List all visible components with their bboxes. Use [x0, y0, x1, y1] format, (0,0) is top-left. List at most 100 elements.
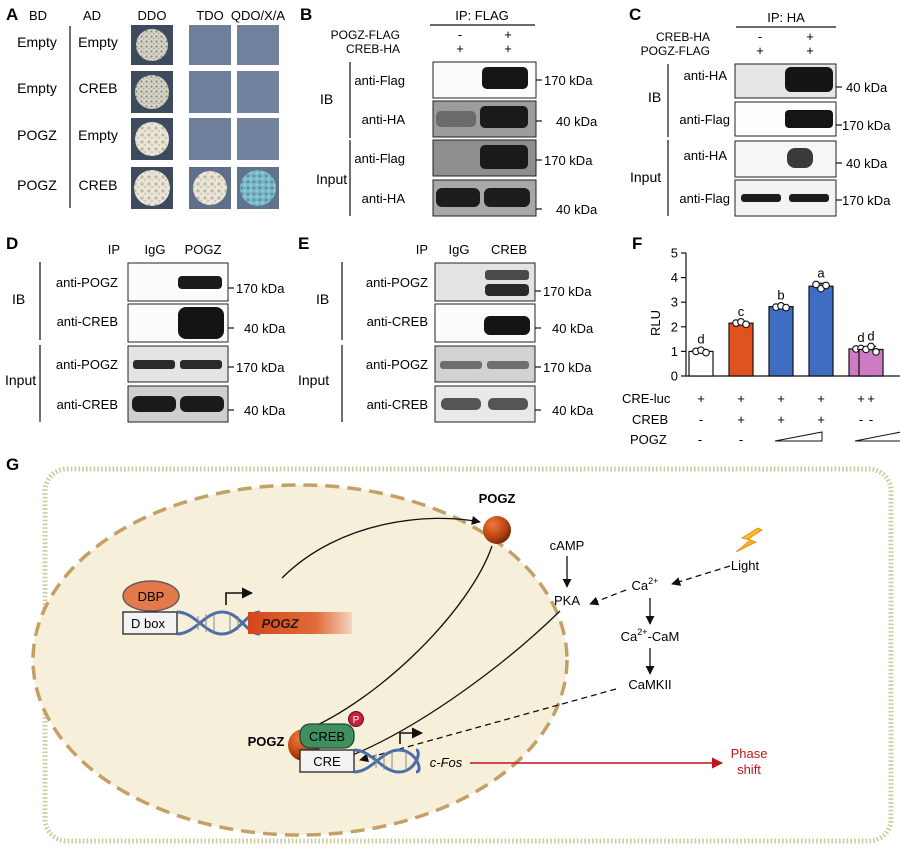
c-cond2-name: POGZ-FLAG — [641, 44, 710, 58]
chart-ytick-label: 2 — [671, 319, 678, 334]
g-cacam: Ca2+-CaM — [621, 627, 680, 644]
pogz-gene-box — [248, 612, 352, 634]
row2-bd: Empty — [17, 80, 57, 96]
d-lane1: IgG — [145, 242, 166, 257]
panel-b-ip: IP: FLAG — [455, 8, 508, 23]
d-group-input: Input — [5, 372, 36, 388]
dna-helix-icon-2 — [353, 748, 421, 774]
row1-bd: Empty — [17, 34, 57, 50]
g-pogz-top-label: POGZ — [479, 491, 516, 506]
d-blot2-marker: 40 kDa — [244, 321, 286, 336]
chart-point — [702, 348, 710, 357]
c-blot3-ab: anti-HA — [684, 148, 728, 163]
g-creb: CREB — [309, 729, 345, 744]
b-blot4-ab: anti-HA — [362, 191, 406, 206]
e-blot4-ab: anti-CREB — [367, 397, 428, 412]
e-blot3-marker: 170 kDa — [543, 360, 592, 375]
row3-ad: Empty — [78, 127, 118, 143]
chart-bar — [808, 285, 834, 377]
chart-point — [822, 281, 830, 290]
f-condition-cell: - — [869, 412, 873, 427]
row4-ad: CREB — [79, 177, 118, 193]
d-blot4-marker: 40 kDa — [244, 403, 286, 418]
cell-membrane — [42, 466, 894, 844]
phosphate-icon — [348, 711, 364, 727]
cfos-transcription-arrow-icon — [399, 727, 424, 744]
f-row-label-creluc: CRE-luc — [622, 391, 671, 406]
e-blot2-ab: anti-CREB — [367, 314, 428, 329]
f-condition-cell: + — [777, 391, 785, 406]
chart-sig-letter: d — [697, 331, 704, 346]
panel-e: E IP IgG CREB IB Input anti-POGZ anti-CR… — [298, 234, 594, 423]
header-tdo: TDO — [196, 8, 223, 23]
light-arrow — [671, 565, 731, 586]
f-row-label-pogz: POGZ — [630, 432, 667, 447]
b-blot3-marker: 170 kDa — [544, 153, 593, 168]
b-group-input: Input — [316, 171, 347, 187]
f-condition-cell: + — [817, 412, 825, 427]
g-dbox: D box — [131, 616, 165, 631]
chart-ytick-label: 1 — [671, 344, 678, 359]
row4-bd: POGZ — [17, 177, 57, 193]
chart-point — [812, 280, 820, 289]
f-condition-cell: - — [859, 412, 863, 427]
g-camkii: CaMKII — [628, 677, 671, 692]
g-phase1: Phase — [731, 746, 768, 761]
nucleus — [31, 483, 569, 837]
d-blot4-ab: anti-CREB — [57, 397, 118, 412]
c-blot4-ab: anti-Flag — [679, 191, 730, 206]
e-blot1-marker: 170 kDa — [543, 284, 592, 299]
dbox-box — [122, 611, 178, 635]
d-lane2: POGZ — [185, 242, 222, 257]
e-blot1-ab: anti-POGZ — [366, 275, 428, 290]
chart-ytick-label: 4 — [671, 270, 678, 285]
panel-d-label: D — [6, 234, 18, 253]
f-pogz-gradient-2 — [854, 431, 900, 442]
b-cond1-v2: + — [504, 27, 512, 42]
chart-point — [872, 348, 880, 356]
b-cond2-name: CREB-HA — [346, 42, 400, 56]
b-blot1-marker: 170 kDa — [544, 73, 593, 88]
cre-box — [299, 749, 355, 773]
f-condition-cell: + — [737, 391, 745, 406]
c-blot1-ab: anti-HA — [684, 68, 728, 83]
e-lane2: CREB — [491, 242, 527, 257]
b-group-ib: IB — [320, 91, 333, 107]
e-lane1: IgG — [449, 242, 470, 257]
b-blot2-marker: 40 kDa — [556, 114, 598, 129]
panel-a-label: A — [6, 5, 18, 24]
row3-bd: POGZ — [17, 127, 57, 143]
header-ddo: DDO — [138, 8, 167, 23]
g-gene: POGZ — [262, 616, 300, 631]
panel-e-label: E — [298, 234, 309, 253]
g-ca: Ca2+ — [632, 576, 659, 593]
chart-sig-letter: a — [817, 265, 825, 280]
f-condition-cell: + — [777, 412, 785, 427]
d-blot1-ab: anti-POGZ — [56, 275, 118, 290]
c-blot4-marker: 170 kDa — [842, 193, 891, 208]
dbp-icon — [122, 580, 180, 612]
g-cfos: c-Fos — [430, 755, 463, 770]
chart-sig-letter: d — [867, 328, 874, 343]
header-bd: BD — [29, 8, 47, 23]
ca-pka-arrow — [589, 589, 627, 606]
g-pogz-nuc: POGZ — [248, 734, 285, 749]
c-blot3-marker: 40 kDa — [846, 156, 888, 171]
c-cond1-v1: - — [758, 29, 762, 44]
c-blot2-marker: 170 kDa — [842, 118, 891, 133]
import-arrow — [301, 545, 493, 734]
panel-f-label: F — [632, 234, 642, 253]
f-condition-cell: + — [867, 391, 875, 406]
g-light: Light — [731, 558, 760, 573]
d-ip: IP — [108, 242, 120, 257]
chart-ytick-label: 3 — [671, 295, 678, 310]
row2-ad: CREB — [79, 80, 118, 96]
panel-g: G POGZ DBP D box POGZ cAMP PKA Ca2+ — [6, 455, 894, 844]
f-condition-cell: + — [737, 412, 745, 427]
chart-bar — [688, 350, 714, 377]
transcription-arrow-icon — [225, 587, 254, 605]
f-row-label-creb: CREB — [632, 412, 668, 427]
